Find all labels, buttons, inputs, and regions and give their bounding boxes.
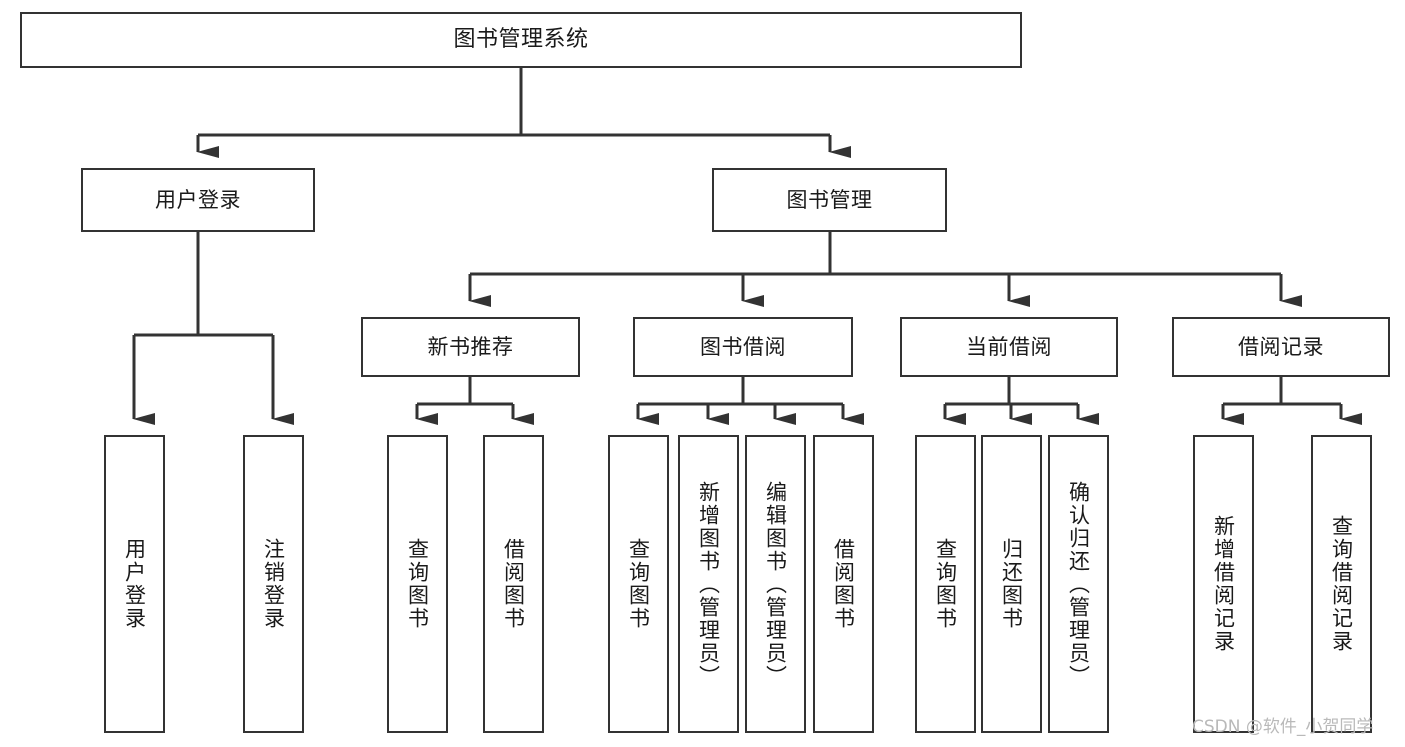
node-leaf-confirm-return[interactable]: 确认归还（管理员） [1048,435,1109,733]
node-leaf-add-book-label: 新增图书（管理员） [696,480,721,688]
node-leaf-add-record-label: 新增借阅记录 [1211,515,1236,653]
node-leaf-edit-book-label: 编辑图书（管理员） [763,480,788,688]
node-leaf-borrow-book-1-label: 借阅图书 [501,538,526,630]
node-leaf-query-book-2[interactable]: 查询图书 [608,435,669,733]
node-leaf-edit-book[interactable]: 编辑图书（管理员） [745,435,806,733]
node-book-borrow[interactable]: 图书借阅 [633,317,853,377]
node-leaf-borrow-book-2-label: 借阅图书 [831,538,856,630]
node-leaf-user-login[interactable]: 用户登录 [104,435,165,733]
node-user-login[interactable]: 用户登录 [81,168,315,232]
node-current-borrow-label: 当前借阅 [966,334,1052,359]
node-leaf-borrow-book-1[interactable]: 借阅图书 [483,435,544,733]
node-leaf-query-book-1[interactable]: 查询图书 [387,435,448,733]
node-leaf-query-book-2-label: 查询图书 [626,538,651,630]
node-borrow-record[interactable]: 借阅记录 [1172,317,1390,377]
node-leaf-logout-login-label: 注销登录 [261,538,286,630]
node-leaf-confirm-return-label: 确认归还（管理员） [1066,480,1091,688]
node-new-book-recommend-label: 新书推荐 [427,334,514,359]
node-book-borrow-label: 图书借阅 [700,334,786,359]
node-leaf-query-book-3-label: 查询图书 [933,538,958,630]
node-leaf-borrow-book-2[interactable]: 借阅图书 [813,435,874,733]
node-leaf-query-record-label: 查询借阅记录 [1329,515,1354,653]
node-current-borrow[interactable]: 当前借阅 [900,317,1118,377]
node-leaf-query-book-3[interactable]: 查询图书 [915,435,976,733]
node-root-book-management-system[interactable]: 图书管理系统 [20,12,1022,68]
node-leaf-query-book-1-label: 查询图书 [405,538,430,630]
node-book-management-label: 图书管理 [786,187,873,212]
node-leaf-return-book[interactable]: 归还图书 [981,435,1042,733]
node-root-label: 图书管理系统 [453,27,589,53]
node-leaf-add-book[interactable]: 新增图书（管理员） [678,435,739,733]
node-user-login-label: 用户登录 [155,187,241,212]
node-leaf-logout-login[interactable]: 注销登录 [243,435,304,733]
node-book-management[interactable]: 图书管理 [712,168,947,232]
node-new-book-recommend[interactable]: 新书推荐 [361,317,580,377]
node-leaf-user-login-label: 用户登录 [122,538,147,630]
node-borrow-record-label: 借阅记录 [1238,334,1324,359]
node-leaf-return-book-label: 归还图书 [999,538,1024,630]
node-leaf-add-record[interactable]: 新增借阅记录 [1193,435,1254,733]
node-leaf-query-record[interactable]: 查询借阅记录 [1311,435,1372,733]
